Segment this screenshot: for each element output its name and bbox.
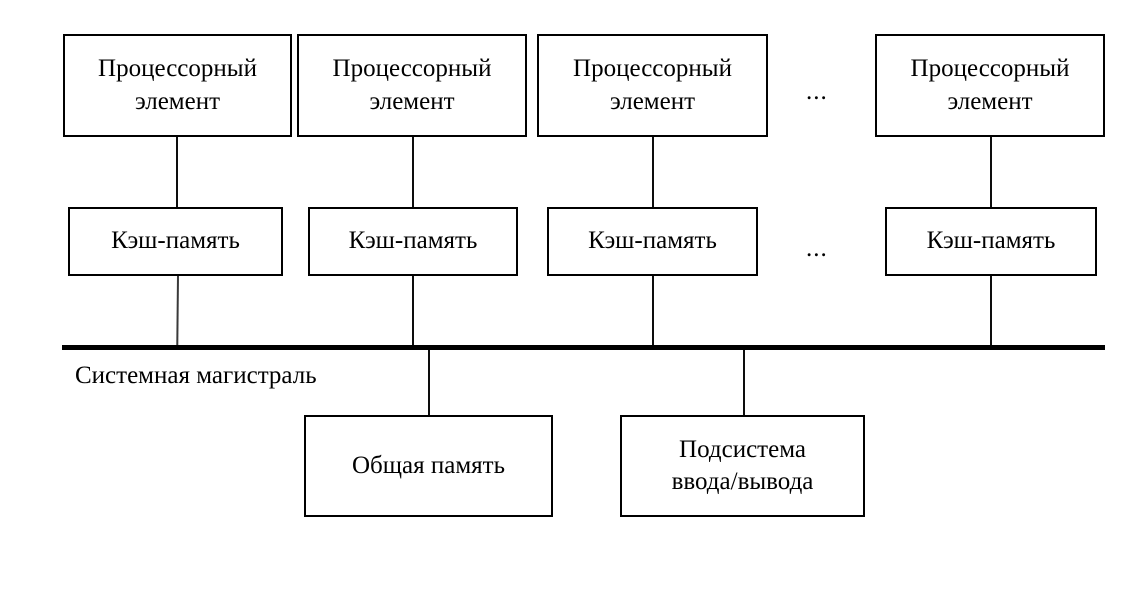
connector-processor-4-to-cache-4 [990, 136, 992, 208]
processor-element-label-2: Процессорный элемент [332, 55, 492, 115]
connector-cache-1-to-bus [176, 275, 179, 348]
connector-processor-1-to-cache-1 [176, 136, 178, 208]
processor-element-box-4[interactable]: Процессорный элемент [875, 34, 1105, 137]
processor-element-label-1: Процессорный элемент [98, 55, 257, 115]
processor-element-label-4: Процессорный элемент [910, 55, 1070, 115]
processor-row-ellipsis: ... [806, 78, 828, 105]
shared-memory-label: Общая память [352, 451, 505, 479]
connector-cache-2-to-bus [412, 276, 414, 347]
cache-memory-label-4: Кэш-память [926, 227, 1056, 255]
connector-processor-2-to-cache-2 [412, 136, 414, 208]
connector-processor-3-to-cache-3 [652, 136, 654, 208]
cache-memory-label-2: Кэш-память [348, 227, 478, 255]
processor-element-label-3: Процессорный элемент [573, 55, 732, 115]
shared-memory-box[interactable]: Общая память [304, 415, 553, 517]
cache-memory-label-3: Кэш-память [588, 227, 717, 255]
connector-cache-3-to-bus [652, 276, 654, 347]
processor-element-box-1[interactable]: Процессорный элемент [63, 34, 292, 137]
io-subsystem-box[interactable]: Подсистема ввода/вывода [620, 415, 865, 517]
system-bus-line [62, 345, 1105, 350]
cache-memory-box-3[interactable]: Кэш-память [547, 207, 758, 276]
connector-cache-4-to-bus [990, 276, 992, 347]
cache-memory-box-1[interactable]: Кэш-память [68, 207, 283, 276]
connector-bus-to-shared-memory [428, 348, 430, 416]
cache-row-ellipsis: ... [806, 235, 828, 262]
connector-bus-to-io-subsystem [743, 348, 745, 416]
io-subsystem-label: Подсистема ввода/вывода [671, 435, 814, 496]
cache-memory-box-2[interactable]: Кэш-память [308, 207, 518, 276]
cache-memory-box-4[interactable]: Кэш-память [885, 207, 1097, 276]
cache-memory-label-1: Кэш-память [111, 227, 240, 255]
processor-element-box-2[interactable]: Процессорный элемент [297, 34, 527, 137]
system-bus-label: Системная магистраль [75, 362, 317, 389]
processor-element-box-3[interactable]: Процессорный элемент [537, 34, 768, 137]
